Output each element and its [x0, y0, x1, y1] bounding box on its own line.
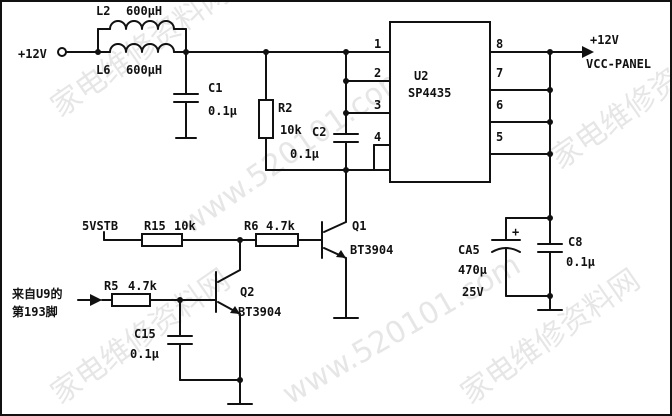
resistor-body — [111, 293, 151, 307]
c8-value: 0.1μ — [566, 255, 595, 269]
control-input-line2: 第193脚 — [12, 304, 58, 319]
transistor-q1: Q1 BT3904 — [321, 209, 393, 319]
inductor-l6-coil — [109, 43, 175, 53]
ic-pin-label: 8 — [496, 37, 503, 51]
inductor-l2-value: 600μH — [126, 4, 162, 18]
junction-dot — [547, 151, 553, 157]
collector-lead — [217, 269, 241, 283]
resistor-r2: R2 10k — [258, 51, 302, 171]
resistor-r15: R15 10k — [141, 219, 196, 247]
junction-dot — [547, 293, 553, 299]
ic-ref: U2 — [414, 69, 428, 83]
inductor-l2-ref: L2 — [96, 4, 110, 18]
capacitor-c15: C15 0.1μ — [130, 299, 193, 381]
capacitor-c8: C8 0.1μ — [537, 217, 595, 311]
r5-value: 4.7k — [128, 279, 158, 293]
output-net-label: VCC-PANEL — [586, 57, 651, 71]
control-input-line1: 来自U9的 — [11, 286, 62, 301]
r15-ref: R15 — [144, 219, 166, 233]
input-voltage-label: +12V — [18, 47, 47, 61]
junction-dot — [343, 78, 349, 84]
ic-pin-label: 3 — [374, 98, 381, 112]
ic-part: SP4435 — [408, 86, 451, 100]
ic-pin-label: 5 — [496, 130, 503, 144]
r15-value: 10k — [174, 219, 196, 233]
resistor-body — [258, 99, 274, 139]
resistor-body — [255, 233, 299, 247]
transistor-q2: Q2 BT3904 — [215, 269, 281, 405]
c1-value: 0.1μ — [208, 104, 237, 118]
c15-ref: C15 — [134, 327, 156, 341]
r6-value: 4.7k — [266, 219, 296, 233]
capacitor-ca5: + CA5 470μ 25V — [458, 217, 521, 299]
c1-ref: C1 — [208, 81, 222, 95]
r2-ref: R2 — [278, 101, 292, 115]
q1-part: BT3904 — [350, 243, 393, 257]
junction-dot — [547, 87, 553, 93]
ca5-ref: CA5 — [458, 243, 480, 257]
ic-pin-label: 6 — [496, 98, 503, 112]
output-arrow-icon — [582, 46, 594, 58]
inductor-l6-value: 600μH — [126, 63, 162, 77]
input-section: +12V L2 600μH L6 600μH — [18, 4, 189, 77]
c8-ref: C8 — [568, 235, 582, 249]
watermark-text: 家电维修资料网 — [545, 27, 672, 176]
junction-dot — [343, 110, 349, 116]
capacitor-c2: C2 0.1μ — [290, 119, 359, 211]
c2-value: 0.1μ — [290, 147, 319, 161]
r2-value: 10k — [280, 123, 302, 137]
emitter-arrow-icon — [336, 250, 346, 258]
inductor-l6-ref: L6 — [96, 63, 110, 77]
capacitor-c1: C1 0.1μ — [173, 51, 237, 139]
output-voltage-label: +12V — [590, 33, 619, 47]
ca5-voltage: 25V — [462, 285, 484, 299]
input-terminal — [57, 47, 67, 57]
c15-value: 0.1μ — [130, 347, 159, 361]
q2-ref: Q2 — [240, 285, 254, 299]
ic-pin-label: 2 — [374, 66, 381, 80]
inductor-l2-coil — [109, 20, 175, 30]
junction-dot — [237, 377, 243, 383]
r5-ref: R5 — [104, 279, 118, 293]
ca5-value: 470μ — [458, 263, 487, 277]
ic-pin-label: 4 — [374, 130, 381, 144]
resistor-body — [141, 233, 183, 247]
junction-dot — [343, 167, 349, 173]
ic-pin-label: 7 — [496, 66, 503, 80]
q1-ref: Q1 — [352, 219, 366, 233]
standby-label: 5VSTB — [82, 219, 118, 233]
r6-ref: R6 — [244, 219, 258, 233]
input-arrow-icon — [90, 294, 102, 306]
emitter-arrow-icon — [230, 306, 240, 314]
collector-lead — [323, 221, 347, 233]
c2-ref: C2 — [312, 125, 326, 139]
polarity-plus-icon: + — [512, 225, 519, 239]
ic-pin-label: 1 — [374, 37, 381, 51]
resistor-r6: R6 4.7k — [244, 219, 299, 247]
ic-body — [389, 21, 491, 183]
ic-u2: U2 SP4435 1 2 3 4 8 7 6 5 — [374, 21, 503, 183]
junction-dot — [95, 49, 101, 55]
q2-part: BT3904 — [238, 305, 281, 319]
junction-dot — [547, 49, 553, 55]
resistor-r5: R5 4.7k — [104, 279, 158, 307]
junction-dot — [547, 119, 553, 125]
